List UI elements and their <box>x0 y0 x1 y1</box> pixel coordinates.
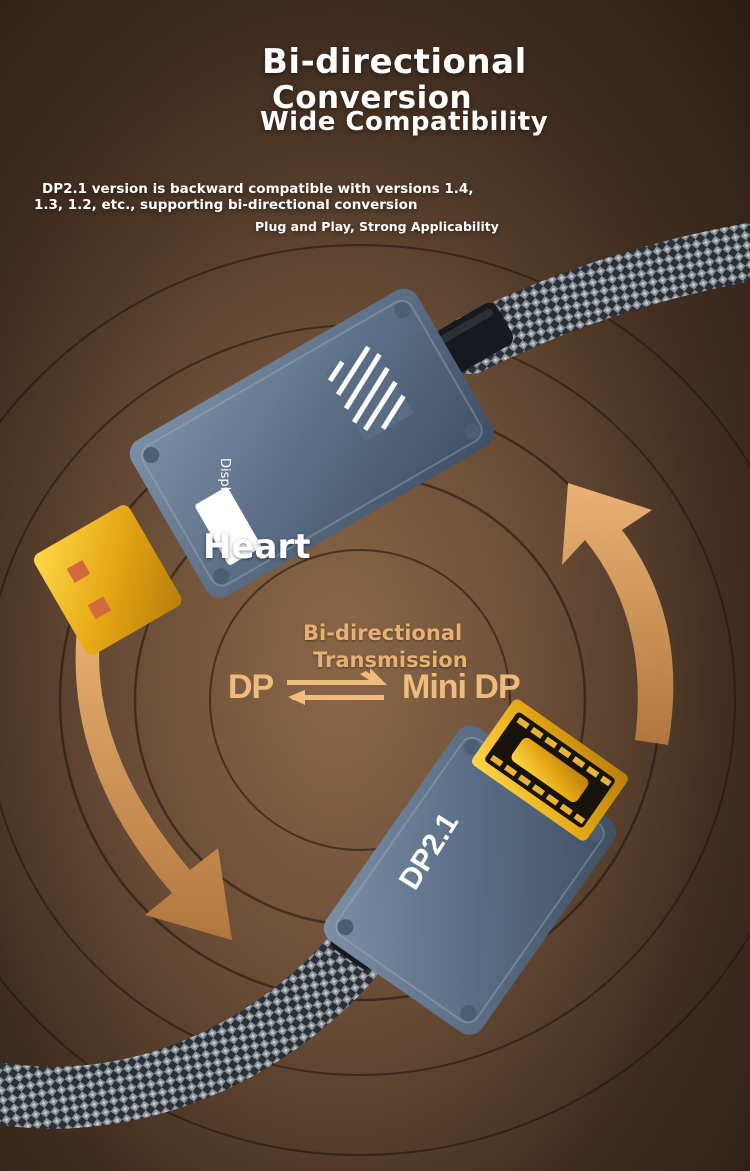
brand-watermark: Heart <box>203 527 311 567</box>
transmission-title-line-2: Transmission <box>313 648 468 672</box>
bidirectional-arrows-icon <box>287 668 387 705</box>
arrow-right-curved <box>562 483 674 745</box>
description-line-2: 1.3, 1.2, etc., supporting bi-directiona… <box>34 197 418 213</box>
dp-connector <box>129 288 494 598</box>
description-line-1: DP2.1 version is backward compatible wit… <box>42 181 474 197</box>
headline-line-3: Wide Compatibility <box>260 107 549 137</box>
port-label-mini-dp: Mini DP <box>402 668 521 706</box>
headline-line-1: Bi-directional <box>262 42 527 82</box>
displayport-engraving: DisplayPort <box>217 458 232 532</box>
transmission-title-line-1: Bi-directional <box>303 621 463 645</box>
headline-line-2: Conversion <box>272 80 473 116</box>
port-label-dp: DP <box>228 668 274 706</box>
description-line-3: Plug and Play, Strong Applicability <box>255 219 499 234</box>
